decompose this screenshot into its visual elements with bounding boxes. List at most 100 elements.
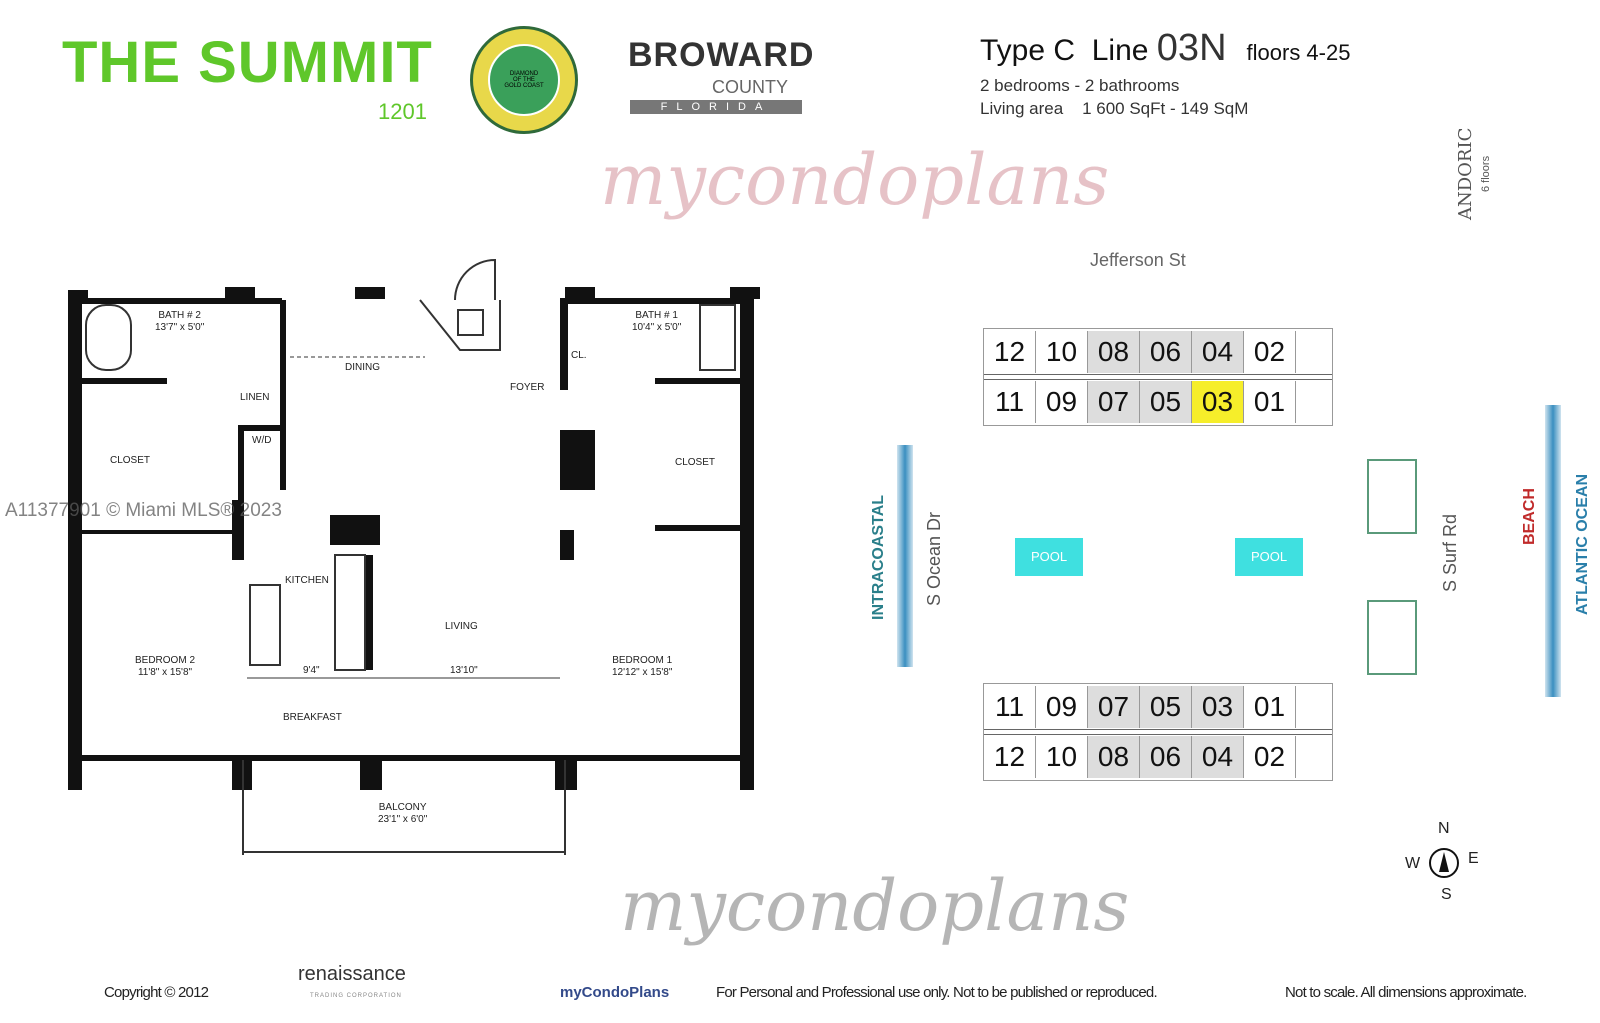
pool-east: POOL	[1235, 538, 1303, 576]
compass-n: N	[1438, 820, 1450, 837]
intracoastal-water	[897, 445, 913, 667]
renaissance-sub: TRADING CORPORATION	[310, 993, 402, 999]
andoric-floors: 6 floors	[1480, 155, 1492, 192]
living-label: LIVING	[445, 621, 478, 632]
beach-label: BEACH	[1521, 488, 1538, 545]
closet-right-label: CLOSET	[675, 457, 716, 468]
unit-07: 07	[1088, 381, 1140, 423]
compass-rose-icon	[1429, 848, 1459, 878]
type-value: C	[1053, 34, 1076, 67]
unit-09: 09	[1036, 381, 1088, 423]
broward-logo: BROWARD	[628, 36, 815, 74]
ocean-water	[1545, 405, 1561, 697]
wd-label: W/D	[252, 435, 272, 446]
bath1-name: BATH # 1	[635, 310, 678, 321]
linen-label: LINEN	[240, 392, 270, 403]
area-label: Living area	[980, 99, 1064, 118]
unit-10: 10	[1036, 331, 1088, 373]
brand-watermark: mycondoplans	[620, 865, 1130, 947]
compass: N W E S	[1400, 820, 1490, 910]
usage-notice: For Personal and Professional use only. …	[716, 984, 1158, 1001]
closet-left-label: CLOSET	[110, 455, 151, 466]
pool-west: POOL	[1015, 538, 1083, 576]
mls-watermark: A11377901 © Miami MLS® 2023	[5, 500, 282, 521]
kitchen-dimension: 9'4"	[303, 665, 320, 676]
line-label: Line	[1091, 34, 1149, 67]
foyer-label: FOYER	[510, 382, 545, 393]
copyright: Copyright © 2012	[104, 984, 209, 1001]
area-value: 1 600 SqFt - 149 SqM	[1082, 99, 1249, 118]
unit-01: 01	[1244, 686, 1296, 728]
unit-06: 06	[1140, 736, 1192, 778]
unit-08: 08	[1088, 736, 1140, 778]
cl-label: CL.	[571, 350, 587, 361]
kitchen-label: KITCHEN	[285, 575, 329, 586]
s-surf-rd-label: S Surf Rd	[1440, 513, 1460, 592]
rooms-info: 2 bedrooms - 2 bathrooms	[980, 76, 1180, 95]
andoric-label: ANDORIC	[1455, 127, 1476, 220]
line-value: 03N	[1156, 27, 1227, 69]
unit-06: 06	[1140, 331, 1192, 373]
bath2-name: BATH # 2	[158, 310, 201, 321]
compass-s: S	[1441, 886, 1452, 903]
renaissance-logo: renaissance	[298, 963, 406, 985]
tennis-court	[1367, 459, 1417, 534]
balcony-dim: 23'1" x 6'0"	[378, 814, 428, 825]
unit-12: 12	[984, 331, 1036, 373]
unit-01: 01	[1244, 381, 1296, 423]
unit-10: 10	[1036, 736, 1088, 778]
mycondoplans-logo: myCondoPlans	[560, 984, 670, 1001]
broward-florida-text: FLORIDA	[630, 100, 802, 114]
unit-05: 05	[1140, 686, 1192, 728]
breakfast-label: BREAKFAST	[283, 712, 342, 723]
bath1-dim: 10'4" x 5'0"	[632, 322, 682, 333]
unit-09: 09	[1036, 686, 1088, 728]
unit-05: 05	[1140, 381, 1192, 423]
atlantic-ocean-label: ATLANTIC OCEAN	[1574, 473, 1591, 615]
s-ocean-dr-label: S Ocean Dr	[924, 511, 944, 606]
corridor	[984, 374, 1332, 380]
compass-e: E	[1468, 850, 1479, 867]
scale-notice: Not to scale. All dimensions approximate…	[1285, 984, 1527, 1001]
dining-label: DINING	[345, 362, 380, 373]
unit-03: 03	[1192, 381, 1244, 423]
area-info: Living area 1 600 SqFt - 149 SqM	[980, 99, 1248, 119]
unit-type-heading: Type C Line 03N floors 4-25	[980, 26, 1350, 75]
unit-07: 07	[1088, 686, 1140, 728]
corridor	[984, 729, 1332, 735]
compass-w: W	[1405, 855, 1421, 872]
unit-02: 02	[1244, 331, 1296, 373]
unit-03: 03	[1192, 686, 1244, 728]
unit-04: 04	[1192, 736, 1244, 778]
floor-plan-walls	[68, 258, 760, 855]
intracoastal-label: INTRACOASTAL	[870, 494, 887, 620]
address-number: 1201	[378, 99, 427, 124]
bedroom2-name: BEDROOM 2	[135, 655, 196, 666]
broward-county-text: COUNTY	[712, 77, 788, 97]
unit-11: 11	[984, 381, 1036, 423]
unit-08: 08	[1088, 331, 1140, 373]
living-dimension: 13'10"	[450, 665, 478, 676]
tennis-court	[1367, 600, 1417, 675]
jefferson-st-label: Jefferson St	[1090, 250, 1186, 270]
type-label: Type	[980, 34, 1046, 67]
unit-11: 11	[984, 686, 1036, 728]
building-title: THE SUMMIT	[62, 30, 433, 95]
bath2-dim: 13'7" x 5'0"	[155, 322, 205, 333]
brand-watermark: mycondoplans	[600, 139, 1110, 221]
floors: floors 4-25	[1246, 40, 1351, 65]
bedroom1-name: BEDROOM 1	[612, 655, 673, 666]
